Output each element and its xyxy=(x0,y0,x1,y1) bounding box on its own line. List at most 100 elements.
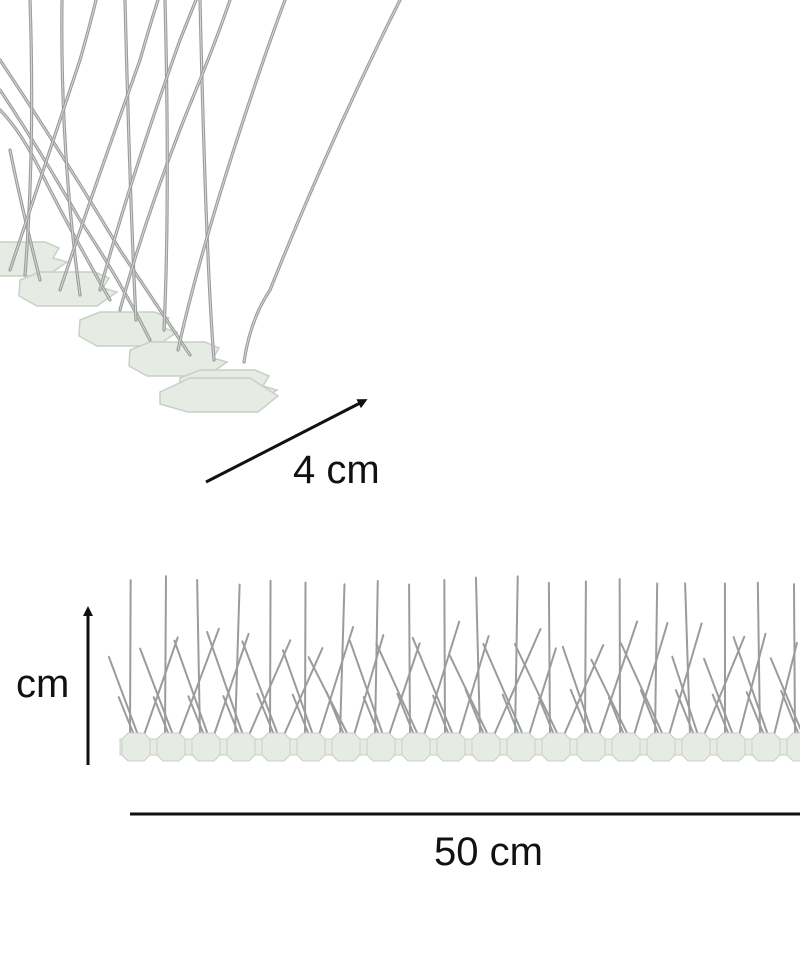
closeup-base-segment xyxy=(78,311,179,347)
closeup-base-segment xyxy=(128,341,229,377)
side-spike-wire xyxy=(241,640,279,736)
spike-wire xyxy=(98,0,198,292)
side-spike-wire xyxy=(375,642,419,736)
side-spike-wire xyxy=(107,655,139,736)
height-label: cm xyxy=(16,662,70,706)
side-base-tooth xyxy=(576,732,606,762)
spike-wire-highlight xyxy=(59,0,159,291)
spike-wire-highlight xyxy=(61,0,81,296)
side-spike-wire xyxy=(501,693,520,736)
spike-wire xyxy=(8,0,98,272)
side-base-tooth xyxy=(751,732,781,762)
closeup-wires xyxy=(0,0,402,364)
side-spike-wire xyxy=(283,647,324,736)
side-base-tooth xyxy=(681,732,711,762)
side-spike-wire xyxy=(396,692,415,736)
side-spike-wire xyxy=(152,696,170,736)
side-spike-wire xyxy=(633,622,669,736)
side-spike-wire xyxy=(474,576,481,736)
side-spike-wire xyxy=(443,579,446,736)
spike-wire xyxy=(176,0,287,352)
side-base-tooth xyxy=(436,732,466,762)
side-spike-wire xyxy=(732,636,769,736)
spike-wire-highlight xyxy=(0,109,111,301)
spike-wire-highlight xyxy=(177,0,286,351)
closeup-bases xyxy=(0,241,280,413)
side-base-tooth xyxy=(121,732,151,762)
side-spike-wire xyxy=(281,649,314,736)
side-spike-wire xyxy=(234,583,241,736)
side-spike-wire xyxy=(339,583,346,736)
side-base-tooth xyxy=(226,732,256,762)
side-base-tooth xyxy=(611,732,641,762)
side-spike-wire xyxy=(619,642,664,736)
side-base-tooth xyxy=(646,732,676,762)
side-spike-wire xyxy=(187,695,205,736)
side-base-tooth xyxy=(786,732,800,762)
side-base-tooth xyxy=(296,732,326,762)
side-spike-wire xyxy=(668,622,703,736)
spike-wire xyxy=(242,0,402,364)
side-base-tooth xyxy=(716,732,746,762)
side-spike-wire xyxy=(423,620,461,736)
side-view-base xyxy=(119,732,800,762)
spike-wire-highlight xyxy=(119,0,231,311)
side-spike-wire xyxy=(411,636,454,736)
side-base-tooth xyxy=(261,732,291,762)
side-spike-wire xyxy=(222,695,240,736)
spike-wire-highlight xyxy=(124,0,137,321)
side-spike-wire xyxy=(598,620,639,736)
side-spike-wire xyxy=(325,691,345,736)
side-base-tooth xyxy=(331,732,361,762)
side-spike-wire xyxy=(654,582,659,736)
spike-wire xyxy=(60,0,82,297)
side-spike-wire xyxy=(674,689,695,736)
spike-wire-highlight xyxy=(24,0,33,276)
side-spike-wire xyxy=(569,688,590,736)
side-spike-wire xyxy=(458,635,490,736)
side-base-tooth xyxy=(506,732,536,762)
side-spike-wire xyxy=(738,632,767,736)
length-label: 50 cm xyxy=(434,830,543,874)
side-spike-wire xyxy=(432,694,450,736)
side-spike-wire xyxy=(269,579,272,736)
side-spike-wire xyxy=(711,693,730,736)
side-spike-wire xyxy=(353,634,385,736)
side-spike-wire xyxy=(117,696,135,736)
side-spike-wire xyxy=(143,636,179,736)
side-spike-wire xyxy=(291,693,310,736)
side-base-tooth xyxy=(471,732,501,762)
side-spike-wire xyxy=(792,583,796,736)
side-view-wires xyxy=(107,575,800,736)
spike-wire-highlight xyxy=(0,59,191,356)
spike-wire-highlight xyxy=(9,149,41,281)
spike-wire-highlight xyxy=(9,0,97,271)
spike-wire-highlight xyxy=(0,89,151,341)
side-spike-wire xyxy=(388,642,421,736)
side-spike-wire xyxy=(703,657,734,736)
side-spike-wire xyxy=(164,575,167,736)
side-spike-wire xyxy=(408,583,411,736)
side-spike-wire xyxy=(671,655,699,736)
width-label: 4 cm xyxy=(293,448,380,492)
side-spike-wire xyxy=(537,696,555,736)
side-spike-wire xyxy=(129,579,132,736)
side-spike-wire xyxy=(362,696,380,736)
side-spike-wire xyxy=(607,696,625,736)
spike-strip-side-view xyxy=(107,575,800,762)
side-spike-wire xyxy=(256,692,275,736)
side-spike-wire xyxy=(561,645,594,736)
side-base-tooth xyxy=(366,732,396,762)
side-spike-wire xyxy=(547,581,551,736)
closeup-base-end xyxy=(159,377,280,413)
side-spike-wire xyxy=(482,643,524,736)
side-spike-wire xyxy=(513,643,559,736)
side-spike-wire xyxy=(745,691,765,736)
side-spike-wire xyxy=(769,657,800,731)
side-spike-wire xyxy=(773,641,798,736)
side-spike-wire xyxy=(173,639,209,736)
side-base-tooth xyxy=(541,732,571,762)
side-spike-wire xyxy=(206,630,244,736)
side-base-tooth xyxy=(401,732,431,762)
